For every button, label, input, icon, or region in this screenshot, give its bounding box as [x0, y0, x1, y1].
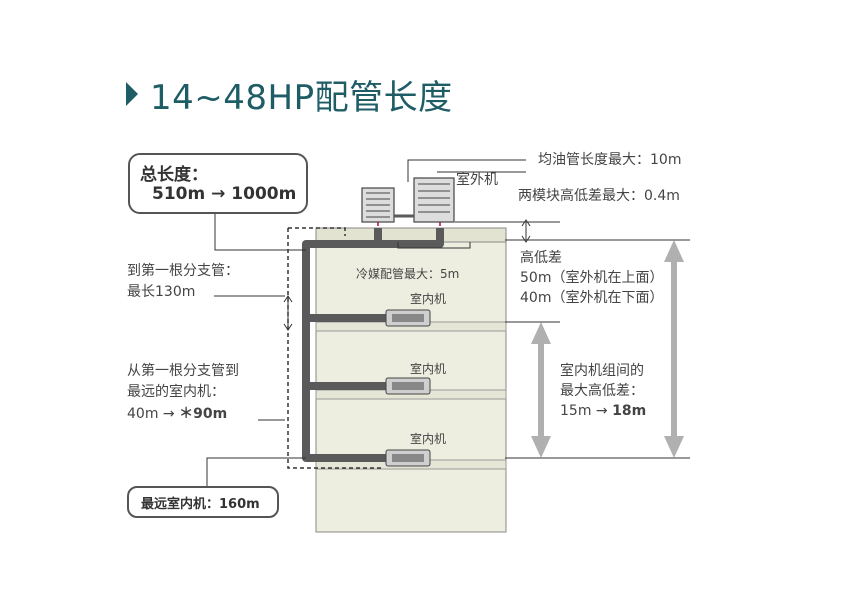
height-diff-line2: 40m（室外机在下面）	[520, 290, 664, 306]
total-length-value: 510m → 1000m	[152, 184, 297, 204]
outdoor-unit-label: 室外机	[456, 172, 498, 188]
total-length-label: 总长度：	[140, 165, 208, 185]
farthest-branch-prefix: 40m →	[127, 406, 180, 422]
farthest-indoor-box: 最远室内机：160m	[127, 486, 279, 518]
outdoor-unit-1	[361, 187, 395, 223]
farthest-branch-line3: 40m → ＊90m	[127, 405, 227, 424]
farthest-branch-value: ＊90m	[179, 406, 228, 422]
title-text: 14~48HP配管长度	[150, 78, 453, 118]
indoor-unit-2	[385, 377, 431, 395]
first-branch-line1: 到第一根分支管：	[127, 263, 239, 279]
height-diff-title: 高低差	[520, 250, 562, 266]
total-length-box: 总长度： 510m → 1000m	[128, 153, 308, 214]
indoor-height-arrow	[531, 322, 551, 458]
oil-pipe-label: 均油管长度最大：10m	[538, 152, 682, 168]
indoor-unit-label-3: 室内机	[410, 432, 447, 446]
farthest-indoor-label: 最远室内机：160m	[141, 497, 260, 512]
refrigerant-pipe	[302, 228, 444, 462]
module-diff-label: 两模块高低差最大：0.4m	[518, 188, 680, 204]
indoor-unit-label-1: 室内机	[410, 292, 447, 306]
farthest-branch-line2: 最远的室内机：	[127, 384, 225, 400]
leader-lines	[206, 159, 690, 486]
outdoor-unit-2	[413, 177, 455, 223]
first-branch-line2: 最长130m	[127, 284, 196, 300]
indoor-height-line3: 15m → 18m	[560, 402, 646, 421]
indoor-height-line2: 最大高低差：	[560, 383, 644, 399]
triangle-bullet-icon	[126, 82, 138, 106]
indoor-unit-3	[385, 449, 431, 467]
indoor-height-line1: 室内机组间的	[560, 363, 644, 379]
height-diff-line1: 50m（室外机在上面）	[520, 270, 664, 286]
indoor-unit-1	[385, 309, 431, 327]
indoor-height-prefix: 15m →	[560, 403, 613, 419]
page-title: 14~48HP配管长度	[126, 70, 453, 119]
farthest-branch-line1: 从第一根分支管到	[127, 363, 239, 379]
indoor-unit-label-2: 室内机	[410, 362, 447, 376]
indoor-height-value: 18m	[612, 403, 647, 419]
refrigerant-pipe-label: 冷媒配管最大：5m	[356, 267, 460, 281]
height-diff-arrow	[664, 240, 684, 458]
